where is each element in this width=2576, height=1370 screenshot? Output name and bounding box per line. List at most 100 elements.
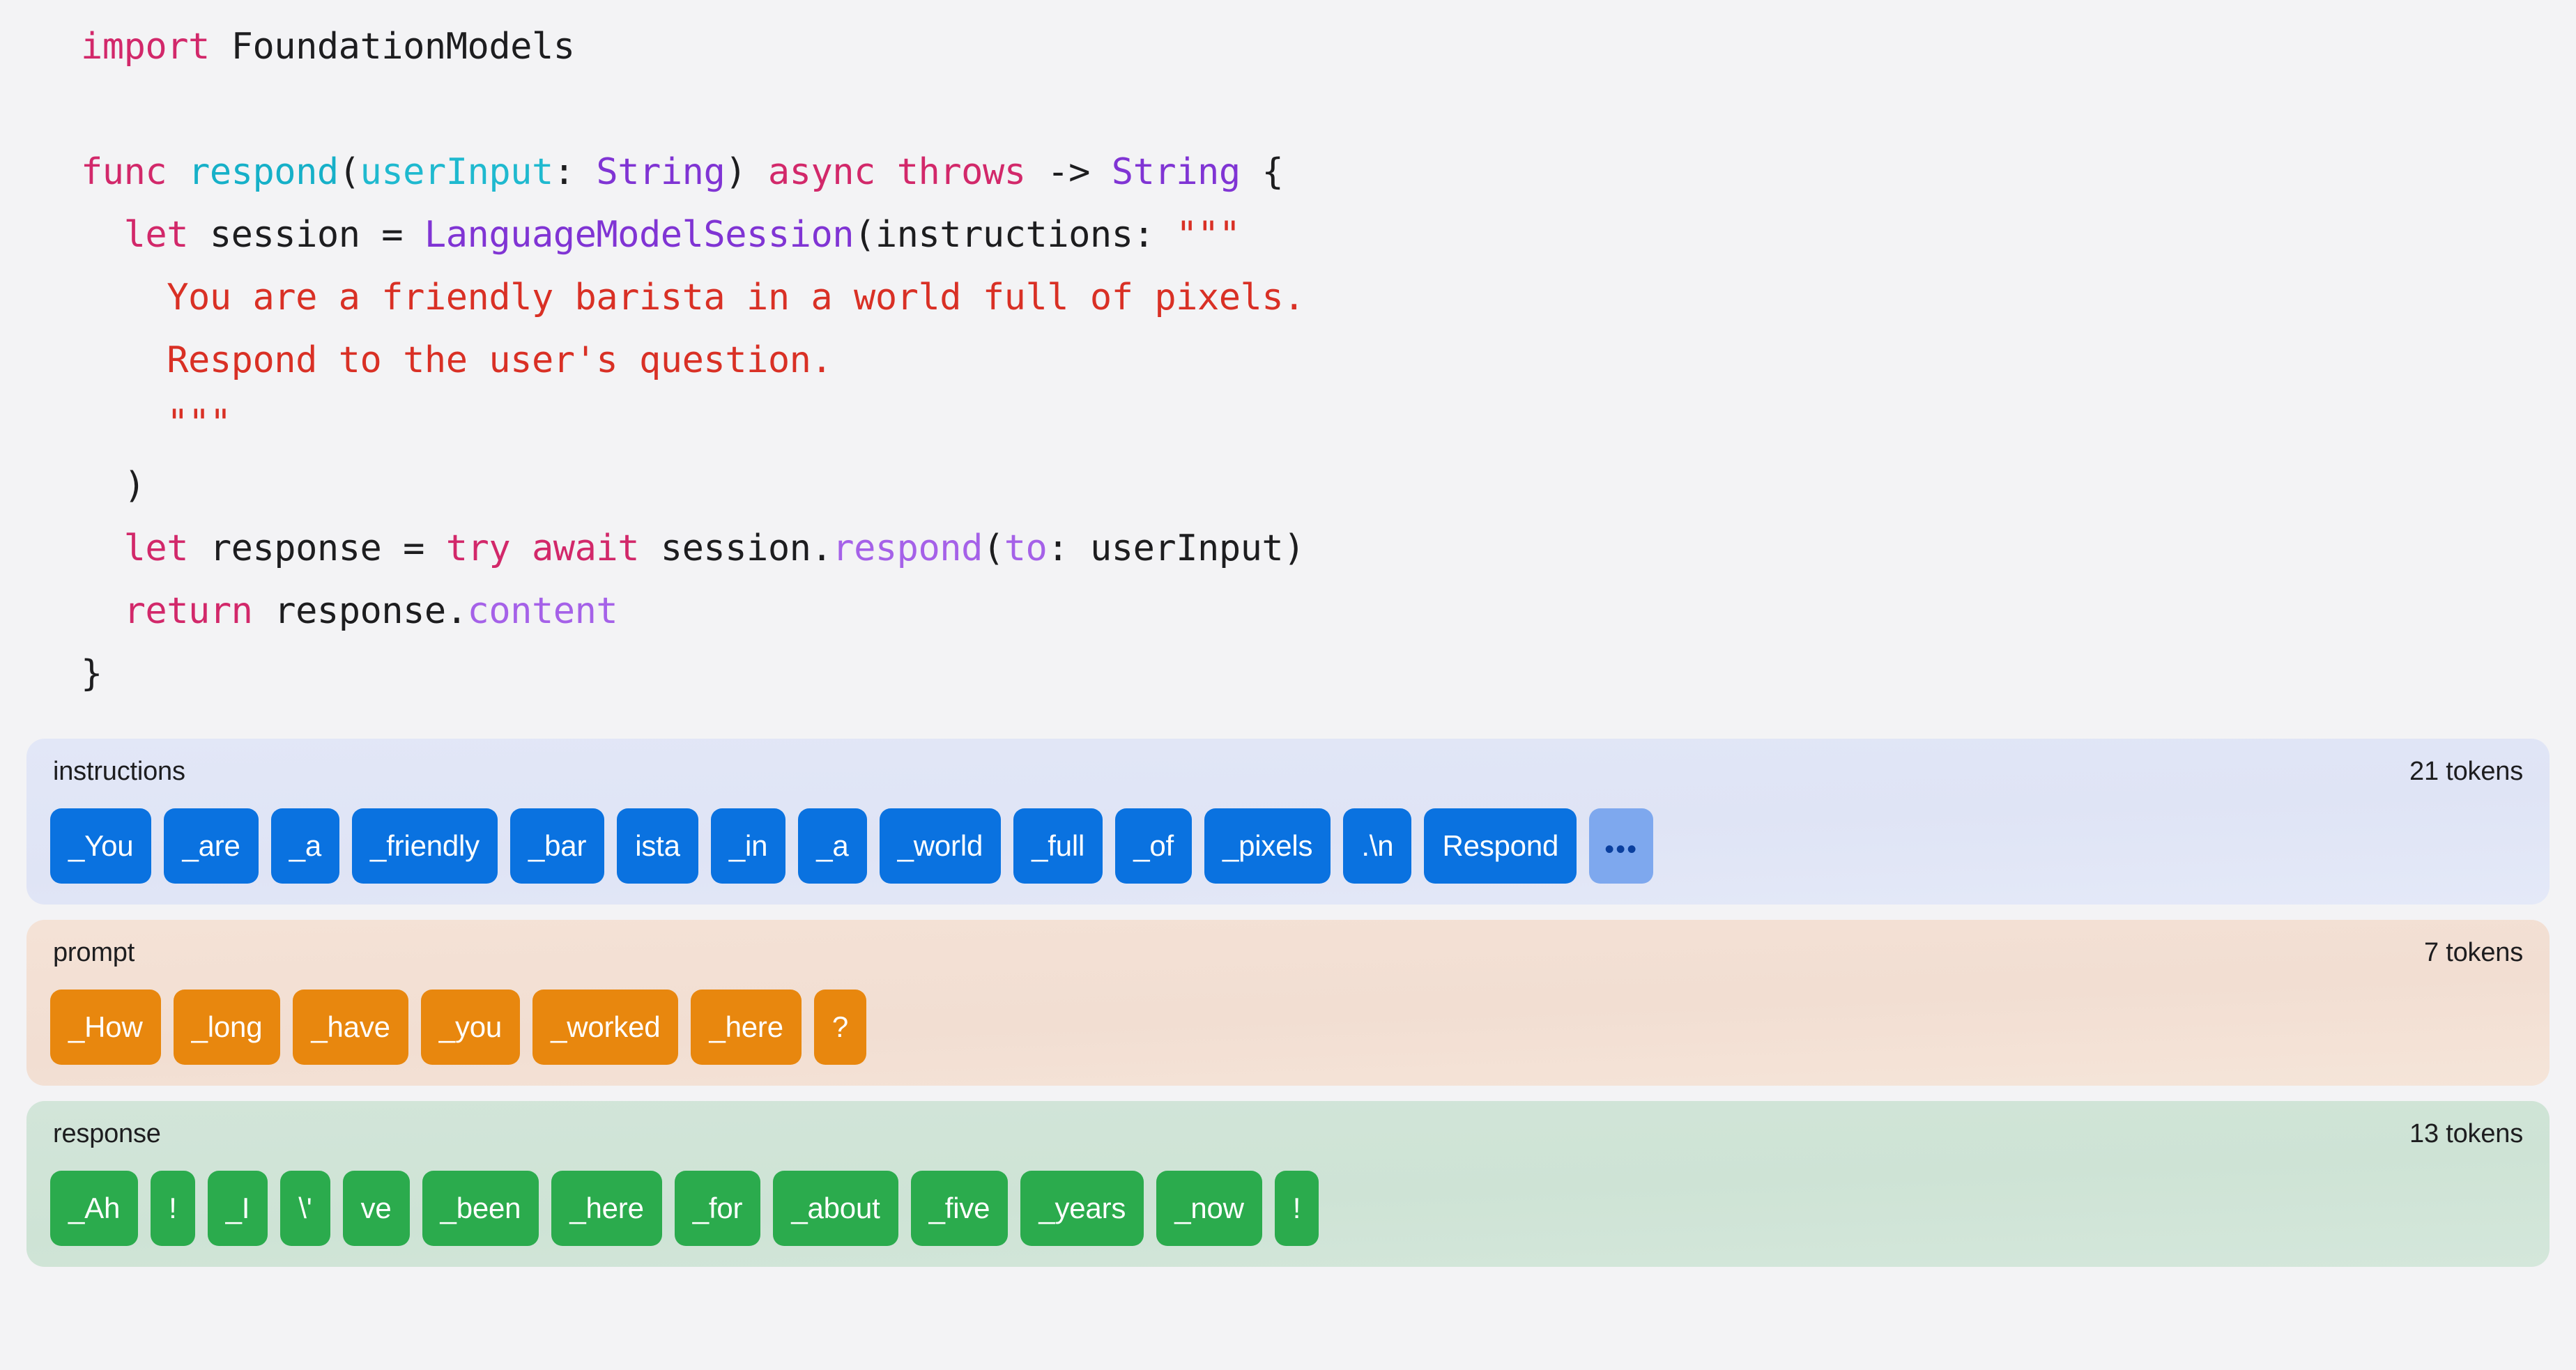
token-chip[interactable]: Respond — [1424, 808, 1577, 884]
token-chip[interactable]: _a — [270, 808, 340, 884]
panel-label-instructions: instructions — [53, 757, 185, 786]
token-overflow-chip[interactable]: ••• — [1589, 808, 1654, 884]
token-chip[interactable]: _of — [1115, 808, 1192, 884]
token-chip[interactable]: _friendly — [352, 808, 498, 884]
code-token — [167, 151, 188, 193]
token-chip[interactable]: .\n — [1343, 808, 1412, 884]
token-chip[interactable]: _Ah — [50, 1171, 139, 1246]
code-token: String — [1111, 151, 1241, 193]
code-token: func — [81, 151, 167, 193]
code-token — [81, 528, 124, 569]
token-chip-row-prompt: _How_long_have_you_worked_here? — [50, 990, 2526, 1065]
token-chip[interactable]: _in — [710, 808, 786, 884]
code-token: : userInput) — [1047, 528, 1305, 569]
token-chip[interactable]: _been — [422, 1171, 539, 1246]
code-token: ) — [81, 465, 146, 507]
code-token — [81, 590, 124, 632]
code-token: userInput — [360, 151, 554, 193]
code-token: You are a friendly barista in a world fu… — [81, 277, 1305, 318]
token-chip[interactable]: _world — [879, 808, 1002, 884]
code-line: import FoundationModels — [81, 15, 2576, 78]
token-count-prompt: 7 tokens — [2423, 938, 2523, 967]
token-chip[interactable]: _now — [1156, 1171, 1262, 1246]
code-token: { — [1240, 151, 1284, 193]
token-chip[interactable]: \' — [280, 1171, 330, 1246]
code-token: : — [553, 151, 597, 193]
token-panel-prompt: prompt 7 tokens _How_long_have_you_worked_… — [26, 920, 2550, 1086]
panel-label-prompt: prompt — [53, 938, 135, 967]
token-count-instructions: 21 tokens — [2409, 757, 2523, 786]
token-chip[interactable]: ! — [151, 1171, 195, 1246]
token-chip[interactable]: _bar — [509, 808, 605, 884]
code-token: session. — [639, 528, 833, 569]
code-token: response. — [252, 590, 468, 632]
code-token: ( — [982, 528, 1004, 569]
code-token — [81, 214, 124, 256]
token-chip[interactable]: _about — [773, 1171, 898, 1246]
code-token: Respond to the user's question. — [81, 339, 833, 381]
code-line: let session = LanguageModelSession(instr… — [81, 203, 2576, 266]
token-chip-row-response: _Ah!_I\'ve_been_here_for_about_five_year… — [50, 1171, 2526, 1246]
code-token: session = — [188, 214, 424, 256]
code-line: ) — [81, 454, 2576, 517]
token-chip[interactable]: _years — [1020, 1171, 1144, 1246]
code-token: -> — [1025, 151, 1112, 193]
token-chip[interactable]: ista — [617, 808, 698, 884]
code-line: } — [81, 642, 2576, 705]
code-token: let — [123, 528, 189, 569]
code-token: async throws — [767, 151, 1026, 193]
code-token: """ — [1176, 214, 1241, 256]
code-token: ( — [338, 151, 360, 193]
code-token: let — [123, 214, 189, 256]
token-chip[interactable]: _I — [207, 1171, 268, 1246]
code-token: String — [596, 151, 726, 193]
code-line: """ — [81, 392, 2576, 454]
panel-header: response 13 tokens — [50, 1119, 2526, 1160]
token-chip[interactable]: _full — [1013, 808, 1103, 884]
token-chip[interactable]: _you — [420, 990, 521, 1065]
token-chip[interactable]: ! — [1274, 1171, 1319, 1246]
token-chip[interactable]: _are — [164, 808, 259, 884]
token-chip[interactable]: _five — [910, 1171, 1009, 1246]
code-token: response = — [188, 528, 446, 569]
token-count-response: 13 tokens — [2409, 1119, 2523, 1148]
token-chip[interactable]: _pixels — [1204, 808, 1331, 884]
token-chip[interactable]: _worked — [532, 990, 679, 1065]
code-line: func respond(userInput: String) async th… — [81, 141, 2576, 203]
code-token: ) — [725, 151, 768, 193]
token-chip[interactable]: _a — [798, 808, 867, 884]
token-chip[interactable]: _for — [674, 1171, 761, 1246]
token-chip[interactable]: _here — [551, 1171, 662, 1246]
code-token: to — [1004, 528, 1048, 569]
code-line: return response.content — [81, 580, 2576, 642]
panel-header: instructions 21 tokens — [50, 757, 2526, 797]
code-token: return — [123, 590, 253, 632]
token-chip[interactable]: ve — [342, 1171, 410, 1246]
token-chip[interactable]: _How — [50, 990, 161, 1065]
code-token: import — [81, 26, 210, 68]
code-line: let response = try await session.respond… — [81, 517, 2576, 580]
code-token: (instructions: — [854, 214, 1176, 256]
token-chip[interactable]: ? — [813, 990, 867, 1065]
panel-header: prompt 7 tokens — [50, 938, 2526, 978]
code-token: LanguageModelSession — [424, 214, 854, 256]
token-chip[interactable]: _here — [691, 990, 802, 1065]
panel-label-response: response — [53, 1119, 161, 1148]
code-token: content — [467, 590, 618, 632]
code-line: Respond to the user's question. — [81, 329, 2576, 392]
code-token: try await — [445, 528, 640, 569]
code-line — [81, 78, 2576, 141]
code-token: respond — [188, 151, 339, 193]
code-block: import FoundationModels func respond(use… — [81, 15, 2576, 705]
token-chip[interactable]: _You — [50, 808, 152, 884]
code-line: You are a friendly barista in a world fu… — [81, 266, 2576, 329]
code-token: respond — [832, 528, 983, 569]
code-token: """ — [81, 402, 231, 444]
token-chip[interactable]: _have — [293, 990, 408, 1065]
token-chip[interactable]: _long — [173, 990, 281, 1065]
code-token: FoundationModels — [209, 26, 575, 68]
